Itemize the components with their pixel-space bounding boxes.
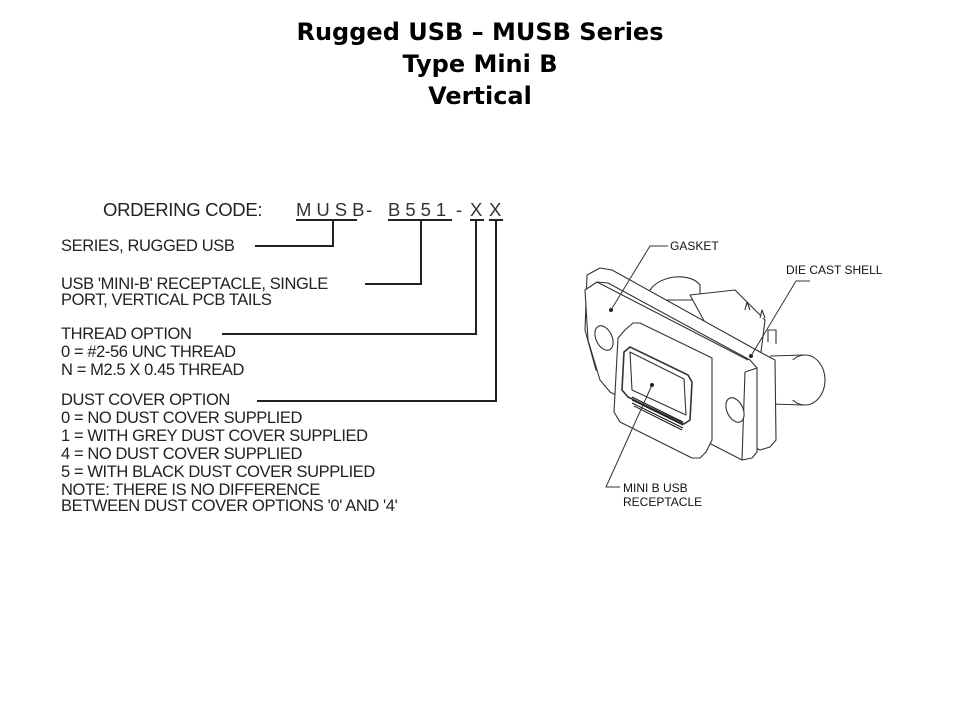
leader-gasket [610,245,668,311]
dust-option-1: 1 = WITH GREY DUST COVER SUPPLIED [61,427,368,445]
slide-subtitle-type: Type Mini B [402,50,558,78]
leader-receptacle-callout [605,384,653,488]
dust-option-0: 0 = NO DUST COVER SUPPLIED [61,409,302,427]
leader-dust [257,220,497,402]
code-dash-1: - [366,199,378,220]
thread-option-0: 0 = #2-56 UNC THREAD [61,343,236,361]
thread-option-n: N = M2.5 X 0.45 THREAD [61,361,245,379]
callout-gasket: GASKET [670,239,719,253]
leader-shell [750,280,810,357]
callout-mini-b-line1: MINI B USB [623,481,688,495]
field-receptacle-line2: PORT, VERTICAL PCB TAILS [61,291,272,309]
usb-port-opening [621,346,693,425]
ordering-code-label: ORDERING CODE: [103,199,263,220]
leader-receptacle [365,220,422,285]
callout-mini-b-line2: RECEPTACLE [623,495,703,509]
leader-thread [222,220,477,335]
slide-title: Rugged USB – MUSB Series [296,18,664,46]
code-segment-dust: X [489,199,507,220]
field-series-label: SERIES, RUGGED USB [61,237,235,255]
dust-option-4: 4 = NO DUST COVER SUPPLIED [61,445,302,463]
callout-die-cast-shell: DIE CAST SHELL [786,263,883,277]
callout-leaders [605,245,810,488]
slide-subtitle-orientation: Vertical [428,82,532,110]
dust-option-title: DUST COVER OPTION [61,391,230,409]
code-dash-2: - [456,199,468,220]
thread-option-title: THREAD OPTION [61,325,192,343]
leader-series [255,220,334,247]
dust-option-5: 5 = WITH BLACK DUST COVER SUPPLIED [61,463,375,481]
mount-hole-left [594,325,614,351]
code-segment-receptacle: B551 [388,199,452,220]
connector-drawing [584,267,826,461]
dust-note-line1: NOTE: THERE IS NO DIFFERENCE [61,481,320,499]
dust-note-line2: BETWEEN DUST COVER OPTIONS '0' AND '4' [61,497,398,515]
code-segment-thread: X [470,199,488,220]
field-receptacle-line1: USB 'MINI-B' RECEPTACLE, SINGLE [61,275,328,293]
code-segment-series: MUSB [296,199,370,220]
mount-hole-right [725,397,745,423]
contact-pins [631,396,684,431]
